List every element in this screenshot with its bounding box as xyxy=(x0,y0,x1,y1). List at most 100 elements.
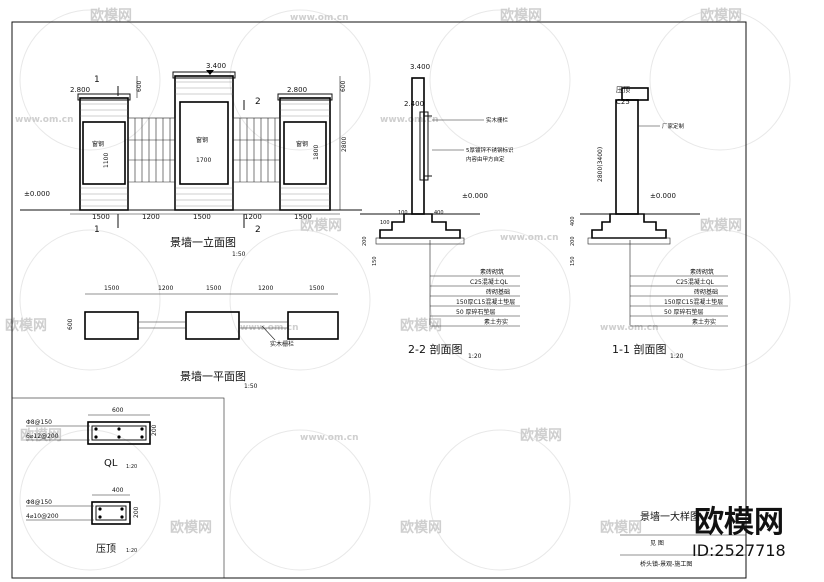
cap-title: 压顶 xyxy=(96,543,116,555)
gravel-bed xyxy=(587,237,671,245)
layer: 砖砌基础 xyxy=(694,288,718,296)
watermark-text: 欧模网 xyxy=(600,519,642,536)
watermark-url: www.om.cn xyxy=(600,323,659,333)
title-block-project: 桥头镇-景观-施工图 xyxy=(640,560,692,568)
panel-label: 窗钢 xyxy=(196,136,208,144)
layer-list: 素砖砌筑 C25混凝土QL 砖砌基础 150厚C15混凝土垫层 50 厚碎石垫层… xyxy=(630,268,728,327)
rebar: 6⌀12@200 xyxy=(26,433,59,440)
panel-label: 窗钢 xyxy=(92,140,104,148)
level: 2.400 xyxy=(404,100,424,108)
section-scale: 1:20 xyxy=(468,353,482,360)
watermark-text: 欧模网 xyxy=(400,317,442,334)
dim: 400 xyxy=(570,216,576,226)
watermark-text: 欧模网 xyxy=(90,7,132,24)
plan-view: 1500 1200 1500 1200 1500 600 实木栅栏 景墙一平面图… xyxy=(67,285,339,390)
plan-pier-right xyxy=(287,311,339,340)
section-2-2: 3.400 2.400 ±0.000 实木栅栏 5厚镀锌不锈钢标识 内容由甲方自… xyxy=(360,63,520,360)
cap-detail: 400 200 Φ8@150 4⌀10@200 压顶 1:20 xyxy=(26,487,140,555)
wall xyxy=(615,99,639,215)
rebar: Φ8@150 xyxy=(26,499,52,506)
dim: 100 xyxy=(398,210,408,216)
note: 实木栅栏 xyxy=(486,116,509,124)
fence-left xyxy=(127,117,176,211)
layer: 50 厚碎石垫层 xyxy=(456,308,496,316)
watermark-url: www.om.cn xyxy=(300,433,359,443)
layer-list: 素砖砌筑 C25混凝土QL 砖砌基础 150厚C15混凝土垫层 50 厚碎石垫层… xyxy=(430,268,520,327)
level: ±0.000 xyxy=(462,192,488,200)
dim: 200 xyxy=(570,236,576,246)
plan-title: 景墙一平面图 xyxy=(180,369,246,383)
note: 内容由甲方自定 xyxy=(466,155,505,163)
layer: C25混凝土QL xyxy=(676,278,715,286)
layer: 素土夯实 xyxy=(692,318,716,326)
layer: C25混凝土QL xyxy=(470,278,509,286)
title-block-sub: 见 图 xyxy=(650,540,664,547)
dim: 200 xyxy=(362,236,368,246)
brick-hatch xyxy=(80,81,330,207)
ql-scale: 1:20 xyxy=(126,464,137,470)
watermark-id: ID:2527718 xyxy=(692,541,786,560)
vdim: 2800 xyxy=(341,137,348,152)
vdim: 600 xyxy=(340,80,347,92)
column xyxy=(411,77,425,215)
layer: 砖砌基础 xyxy=(486,288,510,296)
label: 压顶 xyxy=(616,86,630,94)
layer: 150厚C15混凝土垫层 xyxy=(664,298,723,306)
elevation-title: 景墙一立面图 xyxy=(170,235,236,249)
watermark-text: 欧模网 xyxy=(170,519,212,536)
plan-dim: 1200 xyxy=(258,285,273,292)
rebar: Φ8@150 xyxy=(26,419,52,426)
watermark-text: 欧模网 xyxy=(5,317,47,334)
dim: 1500 xyxy=(92,213,110,221)
layer: 素砖砌筑 xyxy=(690,268,714,276)
center-panel xyxy=(179,101,229,185)
watermark-url: www.om.cn xyxy=(500,233,559,243)
section-1-1: 压顶 C25 厂家定制 2800(3400) ±0.000 400 200 15… xyxy=(570,86,728,360)
dim: 1200 xyxy=(244,213,262,221)
title-block-title: 景墙一大样图 xyxy=(640,510,700,523)
elevation-scale: 1:50 xyxy=(232,251,246,258)
right-cap xyxy=(277,93,333,101)
level: 3.400 xyxy=(410,63,430,71)
watermark-text: 欧模网 xyxy=(300,217,342,234)
width: 600 xyxy=(112,407,124,414)
watermark-logo: 欧模网 xyxy=(694,505,784,540)
plan-dim: 1500 xyxy=(309,285,324,292)
height-dim: 2800(3400) xyxy=(597,147,604,182)
plan-dim: 1500 xyxy=(104,285,119,292)
ql-title: QL xyxy=(104,458,118,469)
height: 200 xyxy=(151,424,158,436)
plan-pier-center xyxy=(185,311,240,340)
section-scale: 1:20 xyxy=(670,353,684,360)
layer: 150厚C15混凝土垫层 xyxy=(456,298,515,306)
watermark-text: 欧模网 xyxy=(520,427,562,444)
footing xyxy=(591,213,667,239)
center-cap xyxy=(172,71,236,79)
note: 厂家定制 xyxy=(662,122,685,130)
level-ground: ±0.000 xyxy=(24,190,50,198)
watermark-text: 欧模网 xyxy=(500,7,542,24)
watermark-text: 欧模网 xyxy=(700,217,742,234)
stirrup xyxy=(91,425,147,441)
label: C25 xyxy=(616,98,630,106)
dim: 1500 xyxy=(294,213,312,221)
dim: 150 xyxy=(372,256,378,266)
stirrup xyxy=(95,505,127,521)
right-pier xyxy=(279,97,331,211)
plan-scale: 1:50 xyxy=(244,383,258,390)
title-block: 景墙一大样图 见 图 桥头镇-景观-施工图 xyxy=(620,510,746,568)
sheet-border xyxy=(11,21,747,579)
vdim: 1800 xyxy=(313,145,320,160)
watermark-url: www.om.cn xyxy=(15,115,74,125)
vdim: 600 xyxy=(136,80,143,92)
fence-right xyxy=(232,117,281,211)
ql-detail: 600 200 Φ8@150 6⌀12@200 QL 1:20 xyxy=(26,407,158,470)
dim: 100 xyxy=(380,220,390,226)
watermark-text: 欧模网 xyxy=(700,7,742,24)
layer: 50 厚碎石垫层 xyxy=(664,308,704,316)
cap-scale: 1:20 xyxy=(126,548,137,554)
level: ±0.000 xyxy=(650,192,676,200)
elevation-vertical-dims xyxy=(136,76,341,210)
watermark-url: www.om.cn xyxy=(290,13,349,23)
